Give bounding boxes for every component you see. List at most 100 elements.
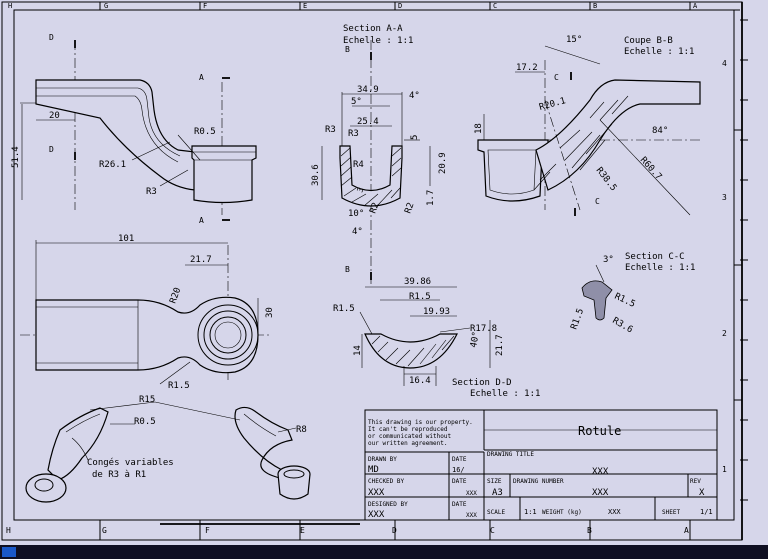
drawing-number-value: XXX	[592, 488, 609, 498]
view-scale: Echelle : 1:1	[343, 36, 413, 46]
fillet-note-line1: Congés variables	[87, 457, 174, 468]
right-scale-strip	[740, 2, 748, 540]
isometric-annotations: R15 R0.5 R8 Congés variables de R3 à R1	[87, 395, 307, 480]
dimension-label: 1.7	[426, 190, 436, 206]
scale-label: SCALE	[487, 509, 505, 516]
border-letter-bottom: G	[102, 526, 107, 535]
view-scale: Echelle : 1:1	[470, 389, 540, 399]
border-letter-top: A	[693, 2, 698, 10]
section-marker-c: C	[554, 73, 559, 82]
dimension-label: 30	[265, 307, 275, 318]
date-value: 16/	[452, 466, 465, 474]
date-value: XXX	[466, 512, 477, 519]
taskbar	[0, 545, 768, 559]
dimension-label: R3.6	[611, 316, 635, 336]
border-number-right: 2	[722, 329, 727, 338]
rev-value: X	[699, 488, 705, 498]
section-marker-b: B	[345, 265, 350, 274]
border-number-right: 4	[722, 59, 727, 68]
dimension-label: R1.5	[333, 304, 355, 314]
size-label: SIZE	[487, 478, 502, 485]
checked-by-value: XXX	[368, 488, 385, 498]
dimension-label: R17.8	[470, 324, 497, 334]
dimension-label: 3°	[603, 255, 614, 265]
sheet-value: 1/1	[700, 508, 713, 516]
drawn-by-value: MD	[368, 465, 379, 475]
coupe-bb-view: Coupe B-B Echelle : 1:1 15° 17.2 R20.1 1…	[474, 35, 701, 216]
dimension-label: 5°	[351, 97, 362, 107]
drawing-title-label: DRAWING TITLE	[487, 451, 534, 458]
isometric-view-2	[234, 406, 311, 500]
section-aa-hatch	[340, 147, 402, 207]
section-marker-a: A	[199, 73, 204, 82]
coupe-bb-hatch	[533, 95, 629, 191]
legal-note-line: This drawing is our property.	[368, 419, 473, 426]
dimension-label: R3	[348, 129, 359, 139]
section-marker-d: D	[49, 33, 54, 42]
dimension-label: R60.7	[638, 155, 664, 182]
dimension-label: 25.4	[357, 117, 379, 127]
border-letters-bottom: H G F E D C B A	[6, 526, 689, 535]
dimension-label: 21.7	[190, 255, 212, 265]
weight-value: XXX	[608, 508, 621, 516]
border-letter-top: D	[398, 2, 402, 10]
dimension-label: 21.7	[495, 334, 505, 356]
dimension-label: 34.9	[357, 85, 379, 95]
date-label: DATE	[452, 456, 467, 463]
border-letter-bottom: B	[587, 526, 592, 535]
dimension-label: 15°	[566, 35, 582, 45]
dimension-label: R1.5	[613, 292, 637, 310]
legal-note-line: or communicated without	[368, 433, 451, 440]
dimension-label: 14	[353, 345, 363, 356]
dimension-label: R2	[403, 201, 416, 215]
front-view: D D A A 20 51.4 R0.5 R26.1 R3	[11, 33, 257, 225]
dimension-label: 30.6	[311, 164, 321, 186]
start-icon[interactable]	[2, 547, 16, 557]
dimension-label: R15	[139, 395, 155, 405]
drawing-number-label: DRAWING NUMBER	[513, 478, 564, 485]
section-marker-b: B	[345, 45, 350, 54]
border-letter-top: F	[203, 2, 207, 10]
sheet-label: SHEET	[662, 509, 680, 516]
dimension-label: 4°	[352, 227, 363, 237]
section-marker-a: A	[199, 216, 204, 225]
dimension-label: 4°	[409, 91, 420, 101]
dimension-label: 39.86	[404, 277, 431, 287]
border-letter-bottom: F	[205, 526, 210, 535]
drawn-by-label: DRAWN BY	[368, 456, 397, 463]
dimension-label: R1.5	[569, 307, 586, 331]
fillet-note-line2: de R3 à R1	[92, 470, 146, 480]
view-scale: Echelle : 1:1	[624, 47, 694, 57]
section-marker-d: D	[49, 145, 54, 154]
border-letter-bottom: E	[300, 526, 305, 535]
border-letter-bottom: A	[684, 526, 689, 535]
section-cc-view: Section C-C Echelle : 1:1 3° R1.5 R1.5 R…	[569, 252, 695, 335]
dimension-label: 51.4	[11, 146, 21, 168]
dimension-label: R20	[168, 286, 183, 305]
dimension-label: 20	[49, 111, 60, 121]
border-number-right: 1	[722, 465, 727, 474]
checked-by-label: CHECKED BY	[368, 478, 405, 485]
dimension-label: 16.4	[409, 376, 431, 386]
view-title: Section C-C	[625, 252, 685, 262]
border-numbers-right: 4 3 2 1	[722, 59, 727, 474]
dimension-label: R38.5	[594, 166, 619, 194]
dimension-label: 5	[410, 135, 420, 140]
border-letter-top: G	[104, 2, 108, 10]
scale-value: 1:1	[524, 508, 537, 516]
part-name: Rotule	[578, 424, 621, 438]
border-letter-top: C	[493, 2, 497, 10]
border-number-right: 3	[722, 193, 727, 202]
date-label: DATE	[452, 501, 467, 508]
dimension-label: 18	[474, 123, 484, 134]
top-view: 101 21.7 R20 30 R1.5	[20, 234, 275, 391]
dimension-label: R0.5	[134, 417, 156, 427]
legal-note-line: It can't be reproduced	[368, 426, 448, 433]
rev-label: REV	[690, 478, 701, 485]
dimension-label: 101	[118, 234, 134, 244]
border-letter-bottom: D	[392, 526, 397, 535]
dimension-label: 10°	[348, 209, 364, 219]
border-letter-top: H	[8, 2, 12, 10]
size-value: A3	[492, 488, 503, 498]
